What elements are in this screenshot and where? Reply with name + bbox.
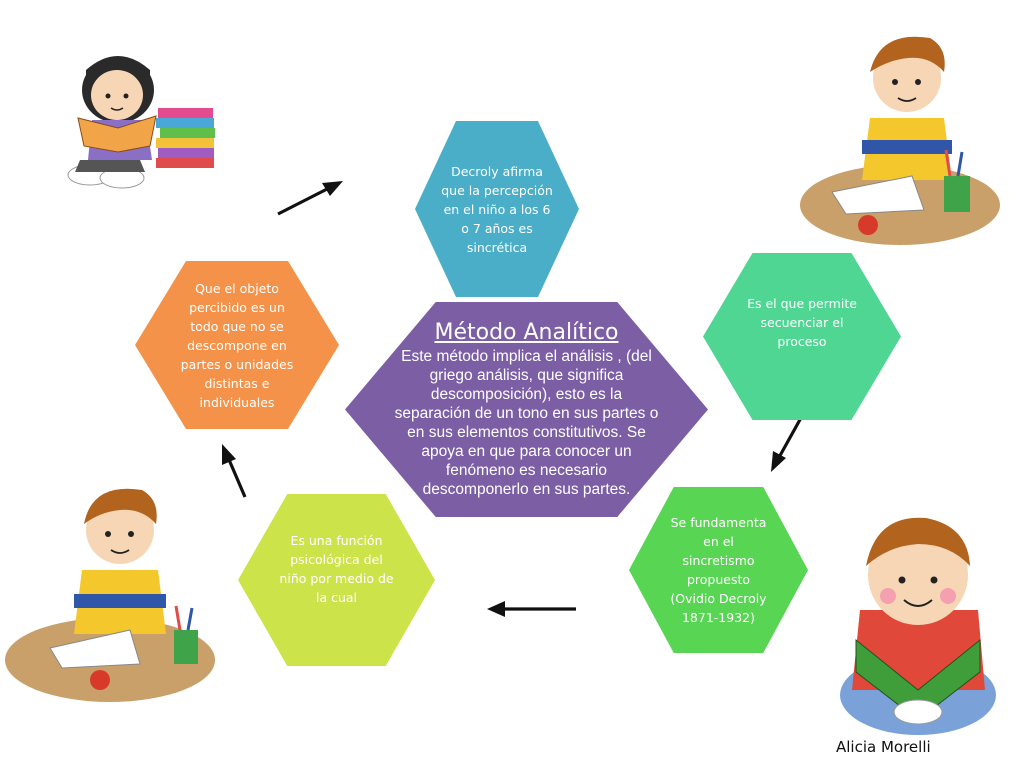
arrow-up-icon	[222, 444, 247, 498]
node-perceived-object: Que el objeto percibido es un todo que n…	[135, 261, 339, 429]
node-psychological-function: Es una función psicológica del niño por …	[238, 494, 435, 666]
node-text: Es una función psicológica del niño por …	[279, 533, 394, 605]
node-text: Se fundamenta en el sincretismo propuest…	[670, 515, 767, 625]
arrow-left-icon	[487, 601, 576, 617]
boy-writing-icon	[800, 36, 1000, 245]
arrow-right-up-icon	[277, 181, 343, 216]
girl-reading-icon	[67, 56, 215, 189]
boy-writing-icon	[5, 488, 215, 702]
node-text: Es el que permite secuenciar el proceso	[747, 296, 857, 349]
node-text: Decroly afirma que la percepción en el n…	[441, 163, 553, 255]
arrow-down-left-icon	[771, 415, 804, 472]
center-body: Este método implica el análisis , (del g…	[394, 348, 659, 498]
node-sequence-process: Es el que permite secuenciar el proceso	[703, 253, 901, 420]
center-title: Método Analítico	[434, 320, 619, 345]
node-analytic-method: Método Analítico Este método implica el …	[345, 302, 708, 517]
node-text: Que el objeto percibido es un todo que n…	[180, 280, 294, 410]
flow-arrows	[222, 181, 804, 617]
boy-reading-icon	[840, 517, 996, 735]
author-credit: Alicia Morelli	[836, 738, 931, 756]
